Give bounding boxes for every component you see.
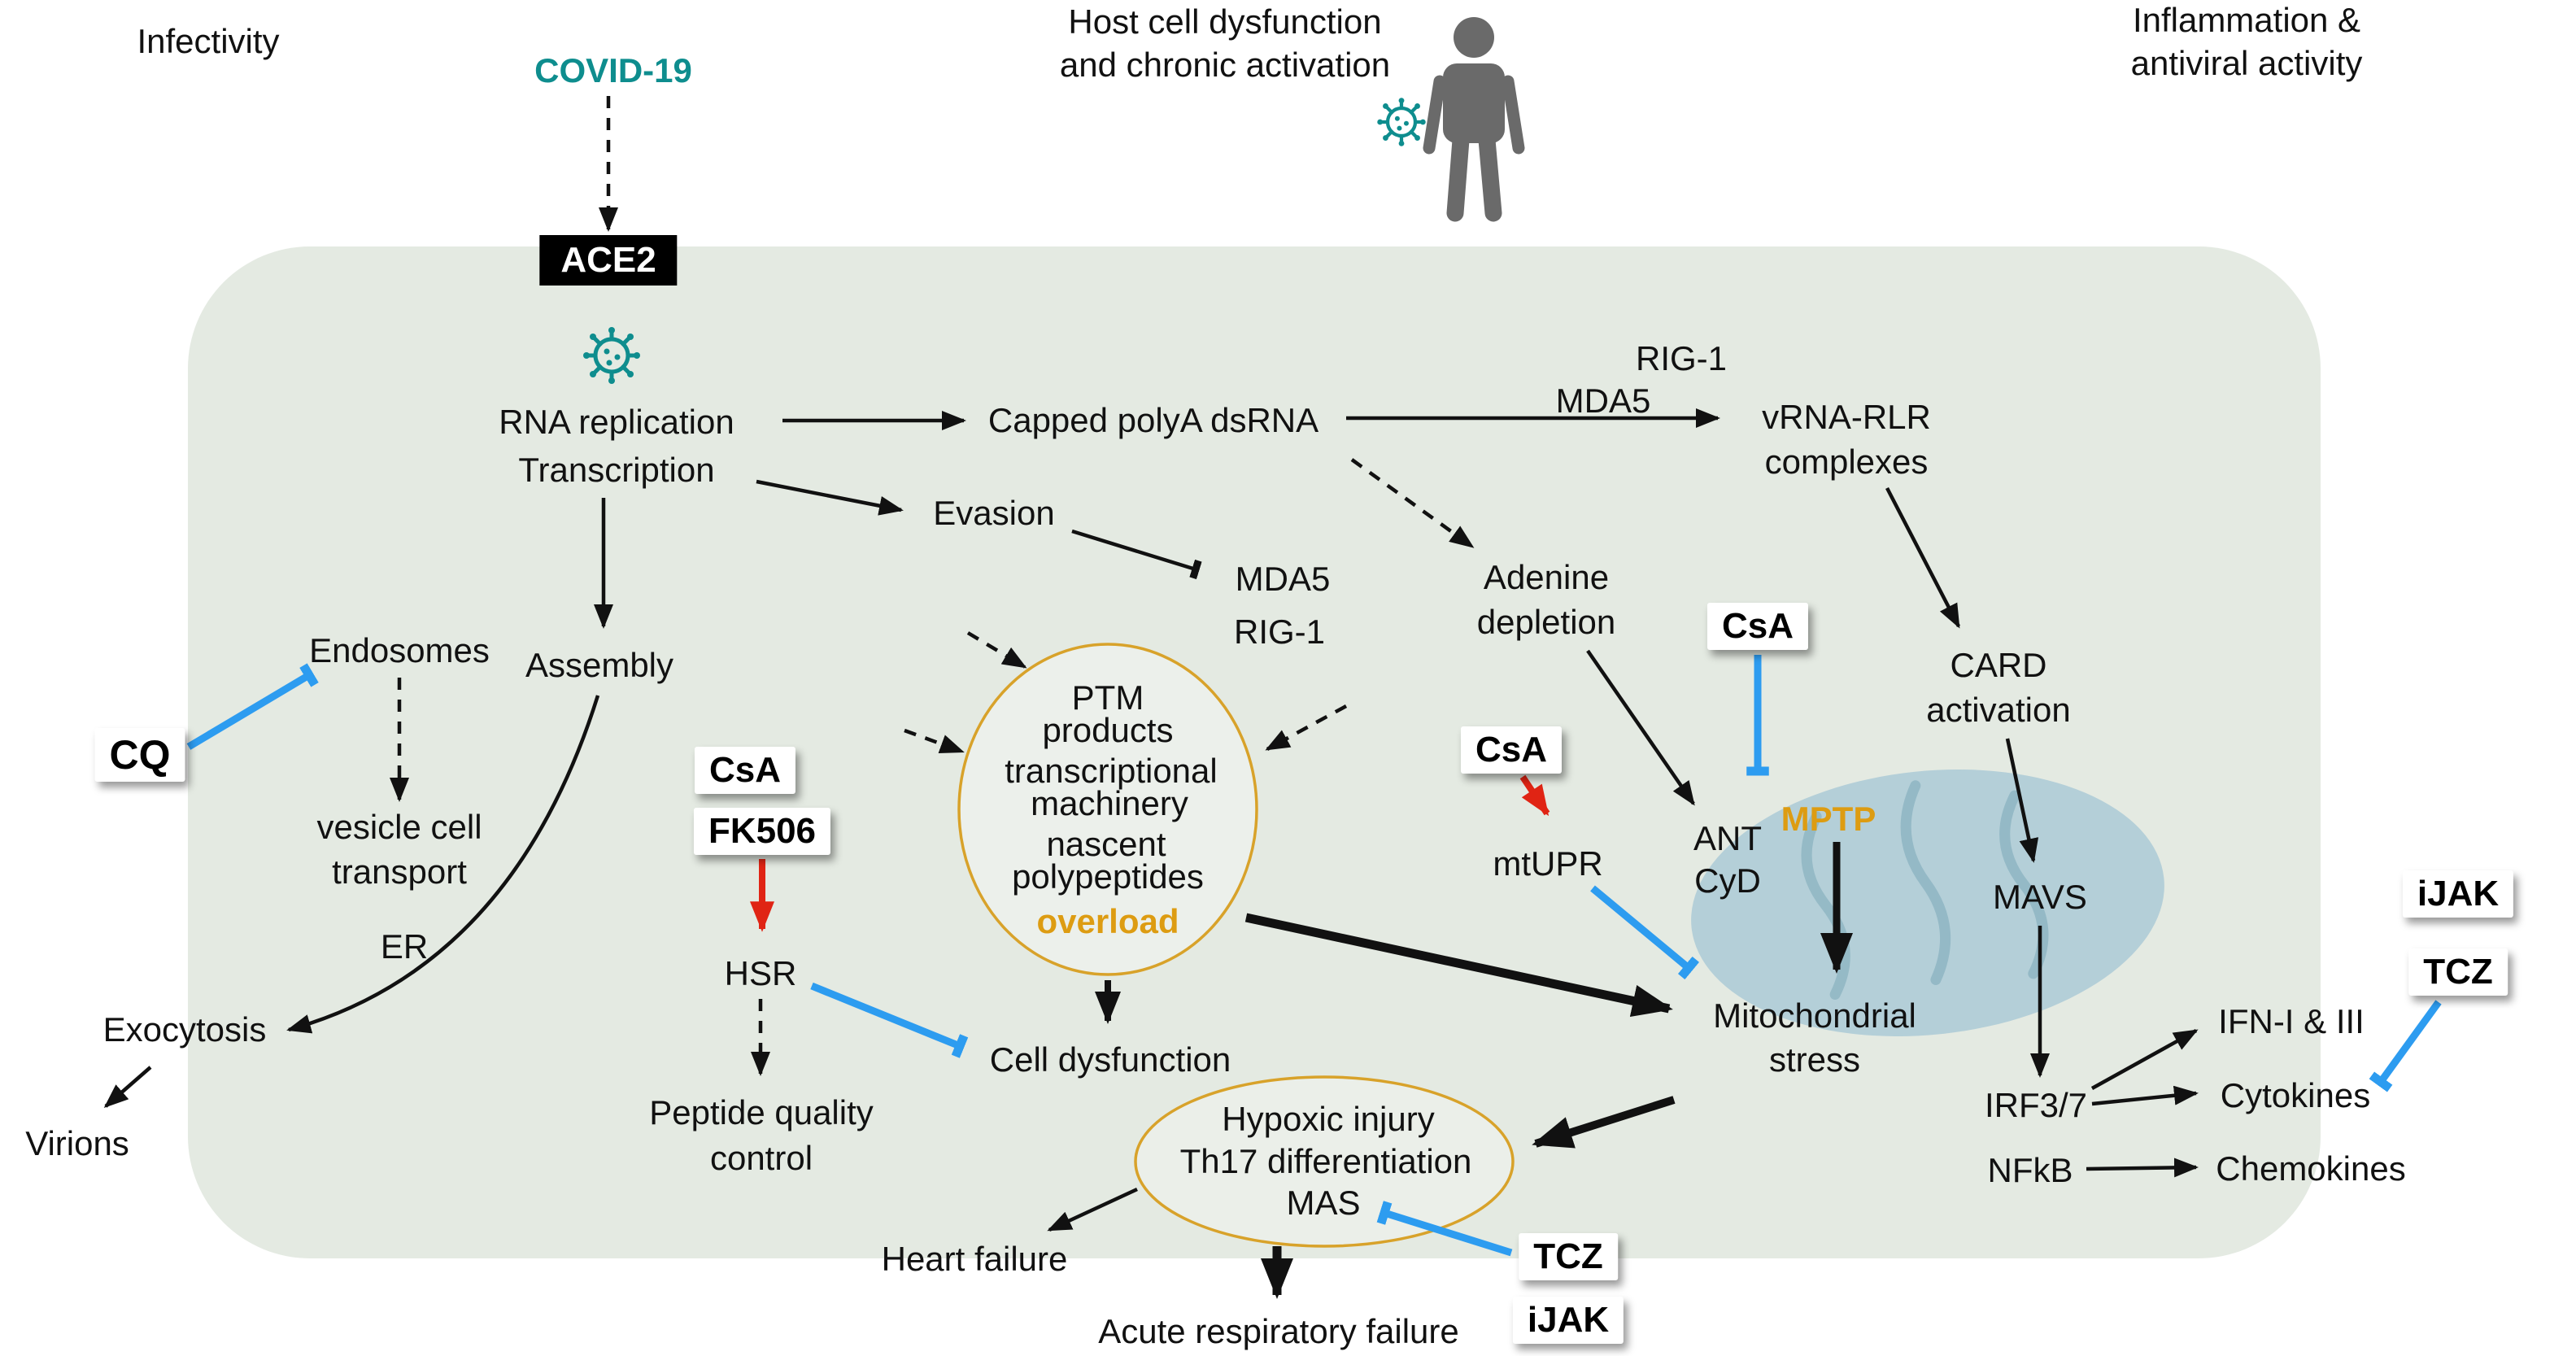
tcz-drug-label-right: TCZ — [2408, 948, 2508, 996]
cell-dysfunction-label: Cell dysfunction — [989, 1040, 1231, 1079]
virus-icon — [1377, 98, 1426, 146]
mtupr-label: mtUPR — [1493, 844, 1603, 883]
exocytosis-label: Exocytosis — [102, 1009, 267, 1049]
mitochondrial-stress-label-line1: Mitochondrial — [1713, 996, 1916, 1035]
vrna-rlr-label-line1: vRNA-RLR — [1762, 397, 1931, 436]
mda5-top-label: MDA5 — [1555, 381, 1651, 420]
cyd-label: CyD — [1694, 861, 1761, 900]
host-dysfunction-label-line1: Host cell dysfunction — [1068, 2, 1382, 41]
rna-replication-label: RNA replication — [499, 402, 734, 441]
host-dysfunction-label-line2: and chronic activation — [1059, 45, 1391, 84]
csa-drug-label-top: CsA — [1706, 603, 1809, 650]
ptm-label: PTM — [1071, 678, 1144, 717]
person-icon — [1423, 17, 1525, 222]
evasion-label: Evasion — [933, 493, 1055, 532]
vesicle-transport-label-line1: vesicle cell — [316, 807, 482, 846]
assembly-label: Assembly — [525, 645, 674, 684]
inflammation-label-line2: antiviral activity — [2130, 43, 2363, 82]
mda5-label: MDA5 — [1235, 559, 1331, 598]
er-label: ER — [380, 927, 429, 966]
ijak-drug-label-bottom: iJAK — [1512, 1297, 1624, 1344]
csa-drug-label-mid: CsA — [1460, 726, 1563, 774]
cytokines-label: Cytokines — [2220, 1075, 2371, 1114]
mas-label: MAS — [1286, 1183, 1361, 1222]
th17-differentiation-label: Th17 differentiation — [1179, 1141, 1472, 1180]
peptide-quality-label-line1: Peptide quality — [649, 1092, 874, 1131]
capped-polya-dsrna-label: Capped polyA dsRNA — [987, 400, 1319, 439]
nfkb-label: NFkB — [1987, 1150, 2073, 1189]
mitochondrion — [1691, 770, 2164, 1036]
ant-label: ANT — [1693, 818, 1762, 857]
mptp-label: MPTP — [1781, 799, 1876, 838]
card-activation-label-line1: CARD — [1950, 645, 2047, 684]
dashed-arrows — [390, 96, 1475, 1076]
cq-drug-label: CQ — [94, 728, 185, 782]
hsr-label: HSR — [724, 953, 797, 992]
mitochondrial-stress-label-line2: stress — [1768, 1040, 1861, 1079]
chemokines-label: Chemokines — [2216, 1149, 2406, 1188]
ifn-label: IFN-I & III — [2218, 1001, 2365, 1040]
ptm-transcriptional-label: transcriptional — [1005, 751, 1218, 790]
vrna-rlr-label-line2: complexes — [1764, 442, 1929, 481]
card-activation-label-line2: activation — [1926, 690, 2071, 729]
irf37-label: IRF3/7 — [1984, 1085, 2088, 1124]
ptm-nascent-label: nascent — [1046, 824, 1166, 863]
inflammation-label-line1: Inflammation & — [2132, 0, 2361, 39]
covid19-label: COVID-19 — [534, 50, 692, 89]
injury-ellipse — [1134, 1075, 1515, 1248]
ace2-receptor-label: ACE2 — [539, 235, 678, 286]
red-arrows — [750, 774, 1550, 932]
endosomes-label: Endosomes — [309, 630, 490, 669]
arrows — [103, 408, 2199, 1232]
fk506-drug-label: FK506 — [693, 808, 831, 855]
transcription-label: Transcription — [518, 450, 715, 489]
heart-failure-label: Heart failure — [881, 1239, 1068, 1278]
overload-label: overload — [1036, 901, 1179, 940]
tcz-drug-label-bottom: TCZ — [1519, 1233, 1618, 1280]
infectivity-label: Infectivity — [137, 21, 280, 60]
acute-respiratory-failure-label: Acute respiratory failure — [1098, 1311, 1459, 1350]
ptm-machinery-label: machinery — [1031, 783, 1188, 822]
vesicle-transport-label-line2: transport — [332, 852, 467, 891]
peptide-quality-label-line2: control — [709, 1138, 813, 1177]
thick-arrows — [1095, 842, 1853, 1299]
mavs-label: MAVS — [1993, 877, 2087, 916]
ptm-overload-ellipse — [957, 643, 1258, 976]
virions-label: Virions — [25, 1123, 129, 1162]
adenine-depletion-label-line2: depletion — [1476, 602, 1616, 641]
ijak-drug-label-right: iJAK — [2402, 870, 2514, 918]
hypoxic-injury-label: Hypoxic injury — [1222, 1099, 1435, 1138]
adenine-depletion-label-line1: Adenine — [1483, 557, 1610, 596]
inhibition-lines — [186, 655, 2442, 1257]
rig1-label: RIG-1 — [1233, 612, 1326, 651]
rig1-top-label: RIG-1 — [1635, 338, 1728, 377]
csa-drug-label-left: CsA — [694, 747, 796, 794]
ptm-polypeptides-label: polypeptides — [1012, 857, 1204, 896]
ptm-products-label: products — [1042, 710, 1174, 749]
